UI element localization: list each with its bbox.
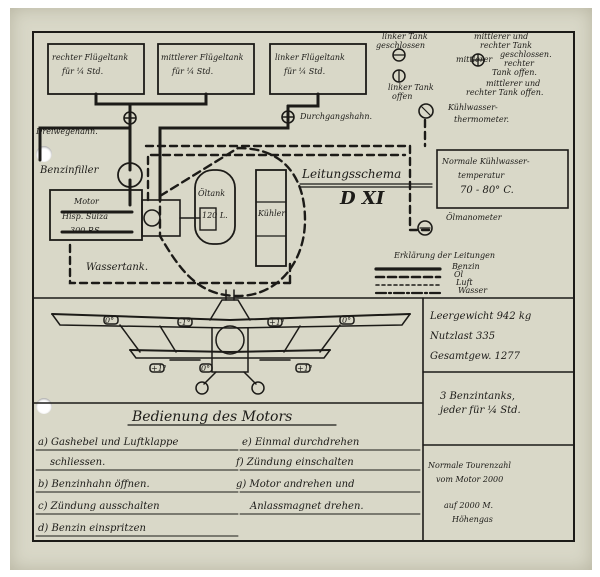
- plane-mark-1: 0°: [105, 316, 115, 325]
- fuel-lines: [38, 92, 320, 234]
- plane-mark-5: +1°: [151, 364, 167, 373]
- label-motor-3: 300 P.S.: [70, 226, 102, 235]
- tank-right-label-2: für ¼ Std.: [62, 67, 104, 76]
- paper-sheet: [10, 8, 592, 570]
- legend-mr-closed-1: mittlerer und: [474, 32, 529, 41]
- punch-hole-bottom: [36, 398, 52, 414]
- plane-mark-7: +1°: [297, 364, 313, 373]
- oil-tank: [194, 169, 236, 245]
- normal-temp-1: Normale Kühlwasser-: [442, 157, 530, 166]
- label-motor-1: Motor: [74, 197, 99, 206]
- label-kuehlwasser-2: thermometer.: [454, 115, 510, 124]
- legend-left-open-2: offen: [392, 92, 413, 101]
- legend-left-closed-2: geschlossen: [376, 41, 426, 50]
- rpm-note-1: Normale Tourenzahl: [428, 461, 511, 470]
- line-legend-title: Erklärung der Leitungen: [394, 251, 495, 260]
- line-legend-benzin: Benzin: [452, 262, 480, 271]
- legend-left-open-1: linker Tank: [388, 83, 434, 92]
- outer-frame: [32, 31, 575, 542]
- water-lines: [68, 118, 435, 285]
- valve-left-closed-icon: [392, 48, 406, 62]
- altitude-note-2: Höhengas: [452, 515, 493, 524]
- weight-gesamt: Gesamtgew. 1277: [430, 351, 520, 362]
- line-legend-oel: Öl: [454, 270, 464, 279]
- tank-middle-label-1: mittlerer Flügeltank: [161, 53, 244, 62]
- legend-left-closed-1: linker Tank: [382, 32, 428, 41]
- radiator: [255, 169, 287, 267]
- through-valve-icon: [281, 110, 295, 124]
- ruled-lines: [35, 449, 421, 537]
- legend-mr-open2-2: rechter Tank offen.: [466, 88, 544, 97]
- three-way-valve-icon: [123, 111, 137, 125]
- line-legend-wasser: Wasser: [458, 286, 488, 295]
- bedienung-g2: Anlassmagnet drehen.: [250, 501, 364, 512]
- engine-pump-icon: [143, 209, 161, 227]
- plane-mark-3: +1°: [269, 318, 285, 327]
- label-dreiwegehahn: Dreiwegehahn.: [36, 127, 98, 136]
- oil-manometer-icon: [417, 220, 433, 236]
- tank-right-label-1: rechter Flügeltank: [52, 53, 129, 62]
- normal-temp-3: 70 - 80° C.: [460, 185, 514, 196]
- rpm-note-2: vom Motor 2000: [436, 475, 504, 484]
- tanks-note-2: jeder für ¼ Std.: [440, 405, 521, 416]
- label-durchgangshahn: Durchgangshahn.: [300, 112, 373, 121]
- label-oeltank-2: 120 L.: [202, 211, 228, 220]
- label-benzinfiller: Benzinfiller: [40, 165, 99, 176]
- tanks-note-1: 3 Benzintanks,: [440, 391, 515, 402]
- label-wassertank: Wassertank.: [86, 262, 148, 273]
- legend-mr-closed-2: rechter Tank: [480, 41, 532, 50]
- legend-mr-open2-1: mittlerer und: [486, 79, 541, 88]
- legend-mr-open-2: rechter: [504, 59, 534, 68]
- bedienung-c: c) Zündung ausschalten: [38, 501, 160, 512]
- legend-mr-open-1: mittlerer: [456, 55, 493, 64]
- normal-temp-box: [436, 149, 569, 209]
- plane-mark-4: 0°: [342, 316, 352, 325]
- schema-model: D XI: [340, 188, 385, 209]
- airplane-front-view: [51, 289, 411, 395]
- oil-line-loop: [158, 146, 307, 298]
- plane-mark-6: 0°: [201, 364, 211, 373]
- bedienung-a2: schliessen.: [50, 457, 106, 468]
- label-kuehlwasser-1: Kühlwasser-: [448, 103, 498, 112]
- bedienung-title: Bedienung des Motors: [132, 409, 293, 425]
- normal-temp-2: temperatur: [458, 171, 505, 180]
- label-oelmanometer: Ölmanometer: [446, 213, 502, 222]
- fuel-filler-icon: [117, 162, 143, 188]
- line-legend-luft: Luft: [456, 278, 473, 287]
- tank-middle-label-2: für ¼ Std.: [172, 67, 214, 76]
- legend-mr-open-3: Tank offen.: [492, 68, 537, 77]
- bedienung-g1: g) Motor andrehen und: [236, 479, 355, 490]
- plane-mark-2: -1°: [179, 318, 191, 327]
- bedienung-f: f) Zündung einschalten: [236, 457, 354, 468]
- bedienung-a1: a) Gashebel und Luftklappe: [38, 437, 179, 448]
- label-motor-2: Hisp. Suiza: [62, 212, 109, 221]
- schema-title: Leitungsschema: [302, 167, 402, 181]
- label-oeltank-1: Öltank: [198, 189, 226, 198]
- tank-left-label-2: für ¼ Std.: [284, 67, 326, 76]
- legend-mr-closed-3: geschlossen.: [500, 50, 552, 59]
- altitude-note-1: auf 2000 M.: [444, 501, 494, 510]
- thermometer-icon: [418, 103, 434, 119]
- bedienung-e: e) Einmal durchdrehen: [242, 437, 360, 448]
- tank-left-label-1: linker Flügeltank: [275, 53, 345, 62]
- weight-nutzlast: Nutzlast 335: [430, 331, 496, 342]
- label-kuehler: Kühler: [258, 209, 286, 218]
- bedienung-b: b) Benzinhahn öffnen.: [38, 479, 150, 490]
- bedienung-d: d) Benzin einspritzen: [38, 523, 146, 534]
- weight-leer: Leergewicht 942 kg: [430, 311, 532, 322]
